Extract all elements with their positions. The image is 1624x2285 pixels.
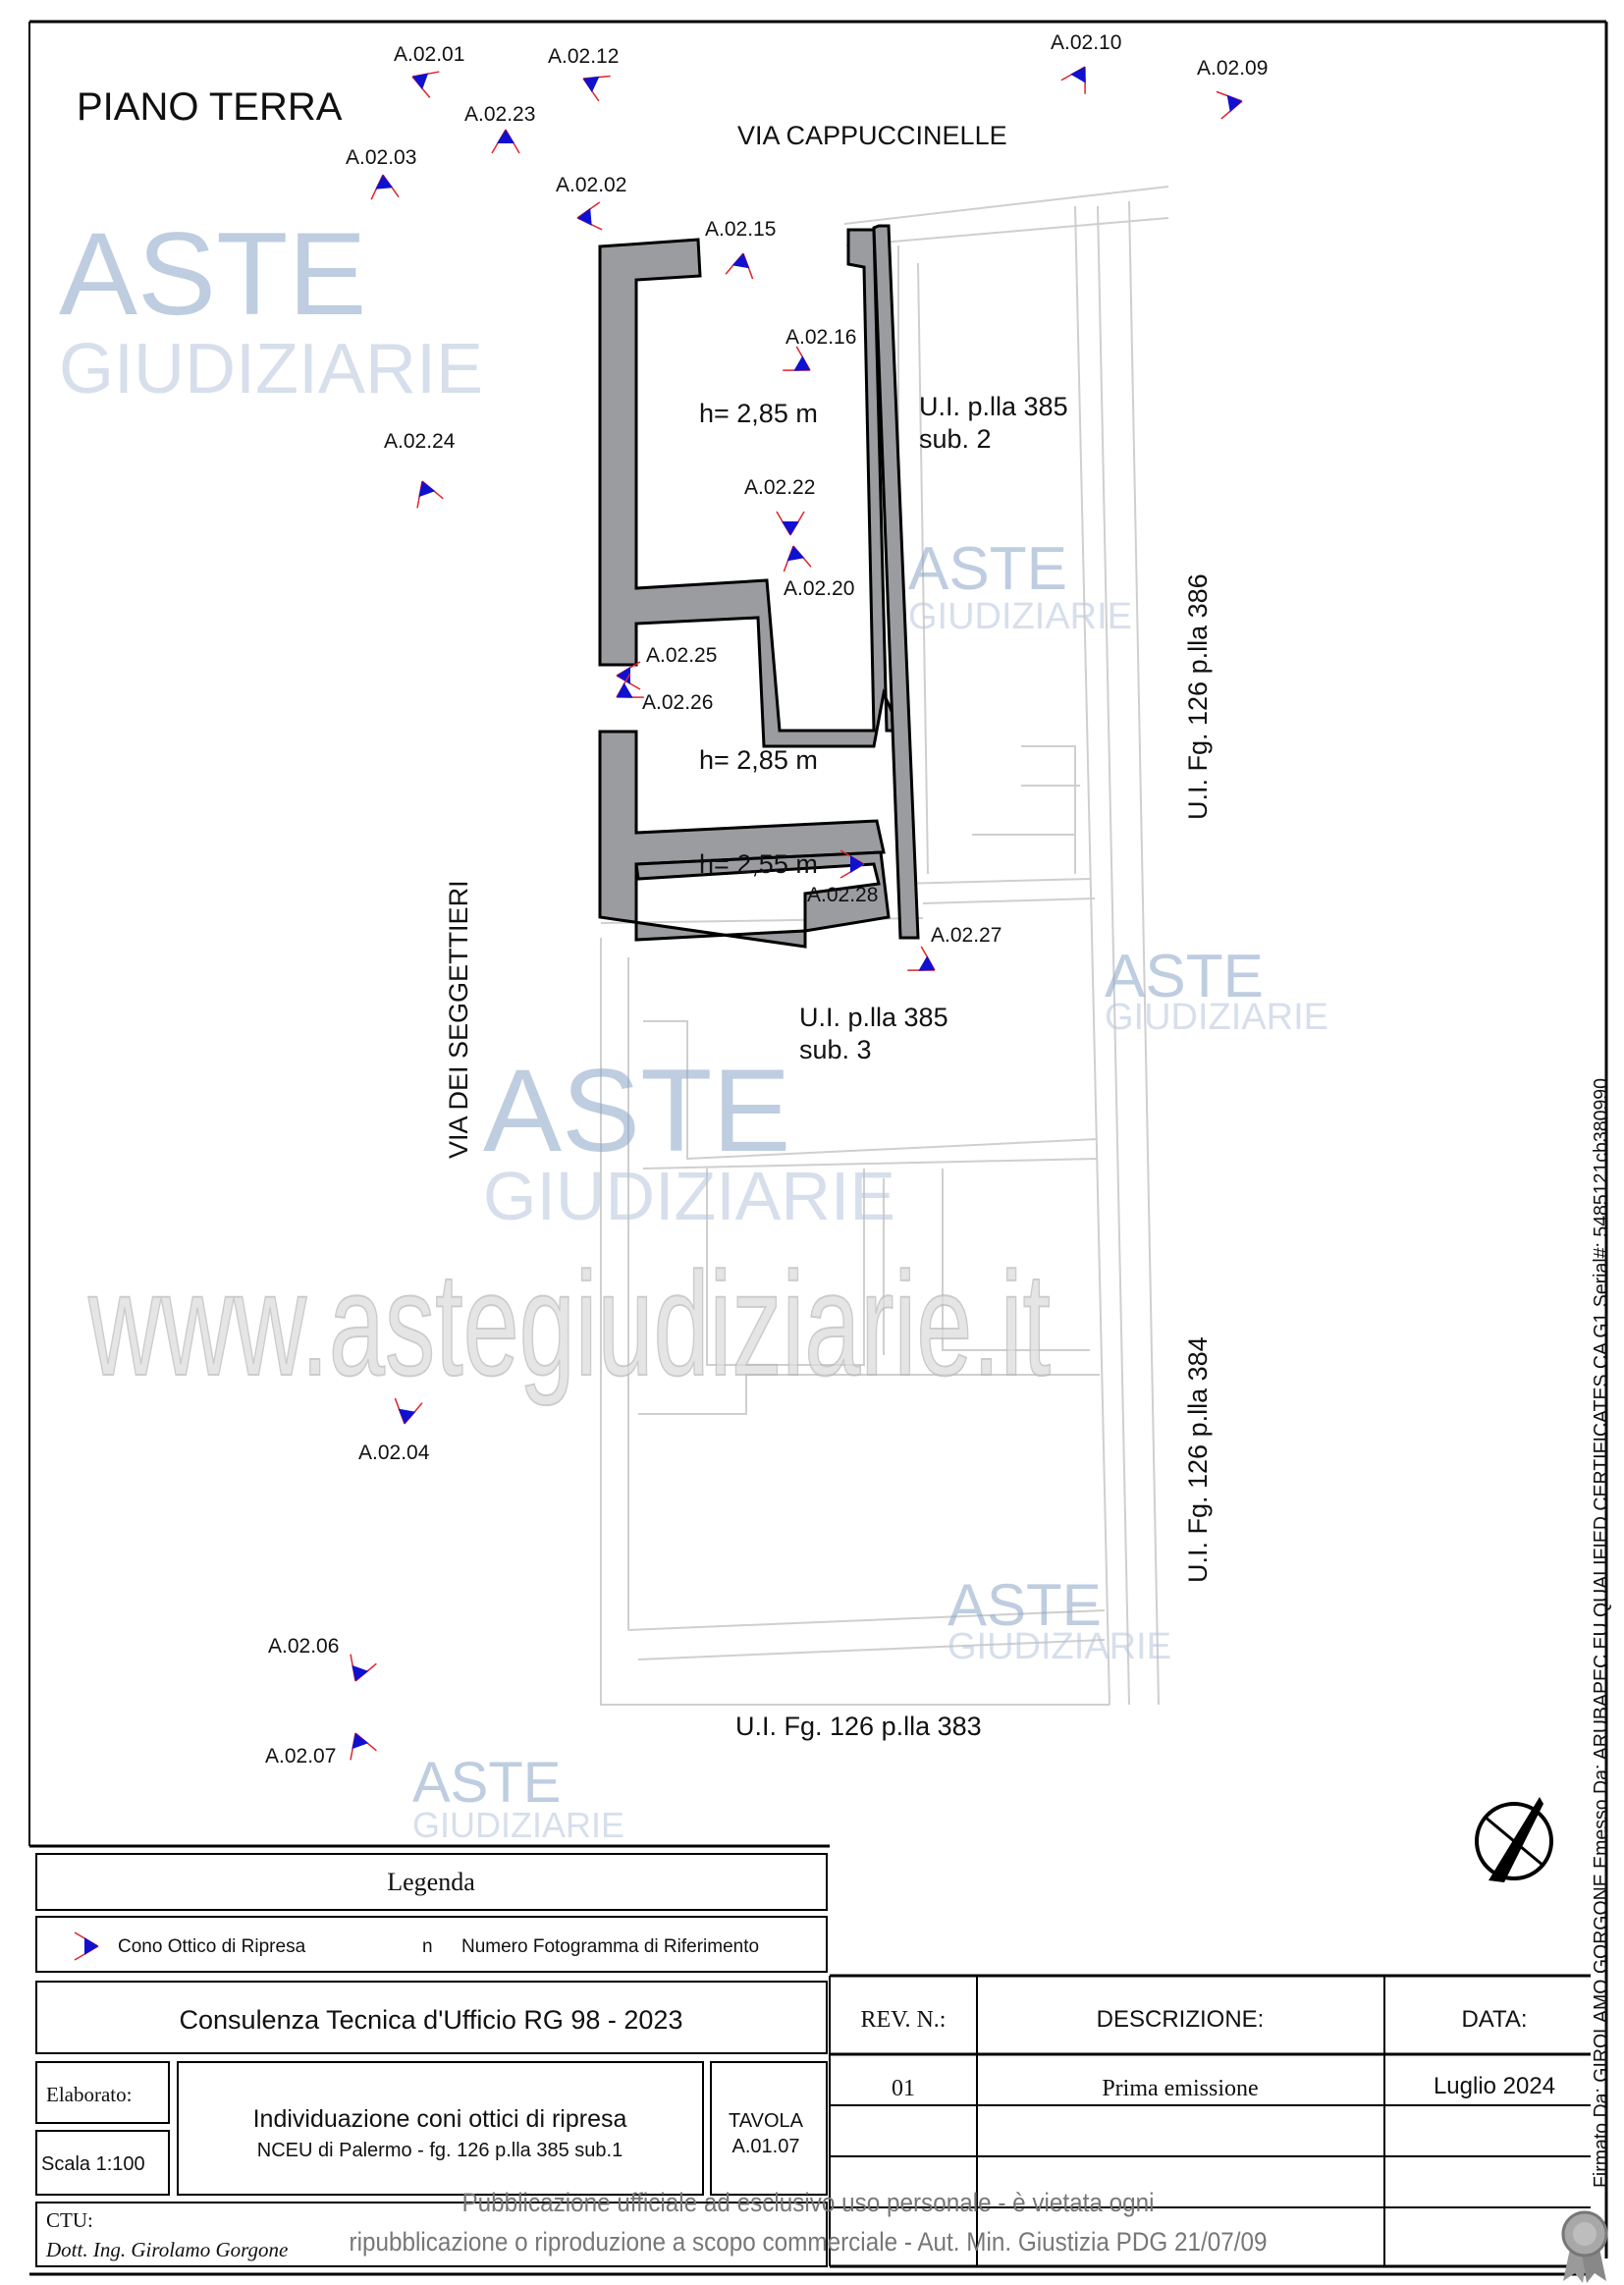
svg-text:GIUDIZIARIE: GIUDIZIARIE [1105, 997, 1328, 1038]
shot-label: A.02.15 [705, 218, 776, 241]
desc-header: DESCRIZIONE: [1097, 2006, 1265, 2033]
camera-cone-icon [408, 475, 445, 510]
tavola-label: TAVOLA [729, 2110, 804, 2132]
legend-title: Legenda [387, 1868, 475, 1896]
date-value: Luglio 2024 [1434, 2073, 1555, 2099]
shot-label: A.02.04 [358, 1442, 430, 1464]
camera-shots: A.02.01 A.02.12 A.02.10 A.02.09 A.02.23 … [265, 31, 1268, 1768]
camera-cone-icon [576, 65, 612, 102]
tavola-value: A.01.07 [732, 2136, 800, 2157]
ctu-name: Dott. Ing. Girolamo Gorgone [45, 2238, 288, 2261]
description-line1: Individuazione coni ottici di ripresa [253, 2105, 627, 2133]
description-line2: NCEU di Palermo - fg. 126 p.lla 385 sub.… [257, 2140, 623, 2161]
svg-text:ASTE: ASTE [908, 535, 1067, 603]
svg-text:ASTE: ASTE [412, 1751, 562, 1815]
svg-text:GIUDIZIARIE: GIUDIZIARIE [412, 1805, 624, 1845]
shot-label: A.02.25 [646, 644, 717, 667]
unit-p386: U.I. Fg. 126 p.lla 386 [1183, 573, 1213, 820]
camera-cone-icon [906, 946, 943, 983]
shot-label: A.02.09 [1197, 57, 1268, 80]
walls-sub1 [598, 224, 920, 949]
camera-cone-icon [342, 1653, 378, 1687]
titleblock-heading: Consulenza Tecnica d'Ufficio RG 98 - 202… [180, 2005, 683, 2035]
neighbour-plan-lines [600, 186, 1169, 1706]
shot-label: A.02.01 [394, 43, 464, 66]
legend-cone-icon [74, 1931, 99, 1961]
camera-cone-icon [609, 673, 645, 710]
shot-label: A.02.02 [556, 174, 626, 196]
shot-label: A.02.26 [642, 691, 713, 714]
shot-label: A.02.10 [1051, 31, 1121, 54]
height-label-3: h= 2,55 m [699, 849, 818, 879]
camera-cone-icon [782, 346, 818, 383]
svg-text:ASTE: ASTE [947, 1572, 1102, 1638]
street-west: VIA DEI SEGGETTIERI [444, 880, 473, 1159]
shot-label: A.02.22 [744, 476, 815, 499]
svg-text:GIUDIZIARIE: GIUDIZIARIE [908, 596, 1132, 637]
rev-header: REV. N.: [861, 2007, 947, 2033]
title-block [29, 1844, 1591, 2276]
unit-sub3-line2: sub. 3 [799, 1035, 872, 1064]
unit-sub2-line1: U.I. p.lla 385 [919, 392, 1068, 421]
height-label-2: h= 2,85 m [699, 745, 818, 775]
camera-cone-icon [575, 201, 603, 233]
shot-label: A.02.07 [265, 1745, 336, 1768]
scale-label: Scala 1:100 [41, 2153, 145, 2175]
camera-cone-icon [725, 249, 758, 280]
svg-text:ASTE: ASTE [483, 1045, 790, 1176]
elaborato-label: Elaborato: [46, 2083, 132, 2106]
camera-cone-icon [368, 173, 400, 200]
legend-n-symbol: n [422, 1936, 433, 1957]
shot-label: A.02.03 [346, 146, 416, 169]
url-watermark: www.astegiudiziarie.it [87, 1241, 1051, 1406]
legend-cone-label: Cono Ottico di Ripresa [118, 1936, 306, 1957]
svg-text:GIUDIZIARIE: GIUDIZIARIE [59, 330, 483, 408]
camera-cone-icon [776, 511, 805, 536]
drawing-title: PIANO TERRA [77, 85, 343, 129]
camera-cone-icon [779, 542, 812, 572]
aste-watermark: ASTE GIUDIZIARIE ASTE GIUDIZIARIE ASTE G… [59, 208, 1328, 1845]
svg-text:ASTE: ASTE [59, 208, 366, 340]
shot-label: A.02.16 [785, 326, 856, 349]
height-label-1: h= 2,85 m [699, 399, 818, 428]
camera-cone-icon [406, 63, 441, 99]
ctu-label: CTU: [46, 2208, 93, 2232]
svg-text:GIUDIZIARIE: GIUDIZIARIE [483, 1158, 895, 1234]
seal-icon [1561, 2210, 1608, 2283]
camera-cone-icon [491, 129, 520, 154]
rev-value: 01 [892, 2076, 915, 2101]
unit-sub3-line1: U.I. p.lla 385 [799, 1003, 948, 1032]
shot-label: A.02.20 [784, 577, 854, 600]
date-header: DATA: [1461, 2006, 1527, 2033]
shot-label: A.02.27 [931, 924, 1001, 947]
digital-signature: Firmato Da: GIROLAMO GORGONE Emesso Da: … [1591, 1078, 1612, 2188]
north-arrow-icon [1475, 1797, 1553, 1882]
shot-label: A.02.23 [464, 103, 535, 126]
camera-cone-icon [1216, 86, 1246, 120]
svg-text:GIUDIZIARIE: GIUDIZIARIE [947, 1626, 1171, 1667]
camera-cone-icon [342, 1727, 378, 1762]
unit-p383: U.I. Fg. 126 p.lla 383 [735, 1712, 982, 1741]
notice-line2: ripubblicazione o riproduzione a scopo c… [350, 2227, 1268, 2257]
desc-value: Prima emissione [1102, 2076, 1258, 2101]
camera-cone-icon [1060, 59, 1098, 95]
unit-p384: U.I. Fg. 126 p.lla 384 [1183, 1336, 1213, 1583]
shot-label: A.02.12 [548, 45, 619, 68]
shot-label: A.02.28 [807, 884, 878, 906]
legend-n-label: Numero Fotogramma di Riferimento [461, 1936, 759, 1957]
shot-label: A.02.24 [384, 430, 456, 453]
notice-line1: Pubblicazione ufficiale ad esclusivo uso… [462, 2188, 1155, 2217]
svg-text:ASTE: ASTE [1105, 943, 1264, 1010]
unit-sub2-line2: sub. 2 [919, 424, 992, 454]
street-north: VIA CAPPUCCINELLE [737, 121, 1007, 150]
shot-label: A.02.06 [268, 1635, 339, 1658]
